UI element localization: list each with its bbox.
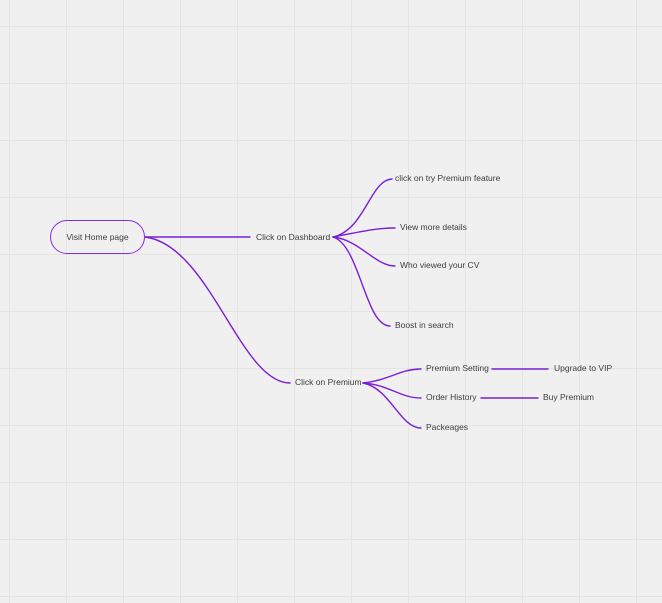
node-click-on-premium[interactable]: Click on Premium [295,377,362,387]
edge-dashboard-try-premium [332,178,393,238]
node-boost-in-search[interactable]: Boost in search [395,320,454,330]
root-node[interactable]: Visit Home page [50,220,145,254]
node-upgrade-to-vip[interactable]: Upgrade to VIP [554,363,613,373]
edge-premium-packages [362,382,422,429]
root-node-label: Visit Home page [66,231,129,242]
node-buy-premium[interactable]: Buy Premium [543,392,595,402]
node-premium-setting[interactable]: Premium Setting [426,363,489,373]
edge-root-premium [144,236,291,384]
edge-dashboard-view-details [332,227,396,238]
edge-dashboard-boost [332,236,391,327]
node-click-on-dashboard[interactable]: Click on Dashboard [256,232,331,242]
node-who-viewed-cv[interactable]: Who viewed your CV [400,260,480,270]
node-try-premium-feature[interactable]: click on try Premium feature [395,173,501,183]
node-view-more-details[interactable]: View more details [400,222,467,232]
edge-premium-setting [362,368,422,384]
edge-dashboard-who-viewed [332,236,396,267]
node-packeages[interactable]: Packeages [426,422,469,432]
node-order-history[interactable]: Order History [426,392,477,402]
edge-premium-order-history [362,382,422,399]
